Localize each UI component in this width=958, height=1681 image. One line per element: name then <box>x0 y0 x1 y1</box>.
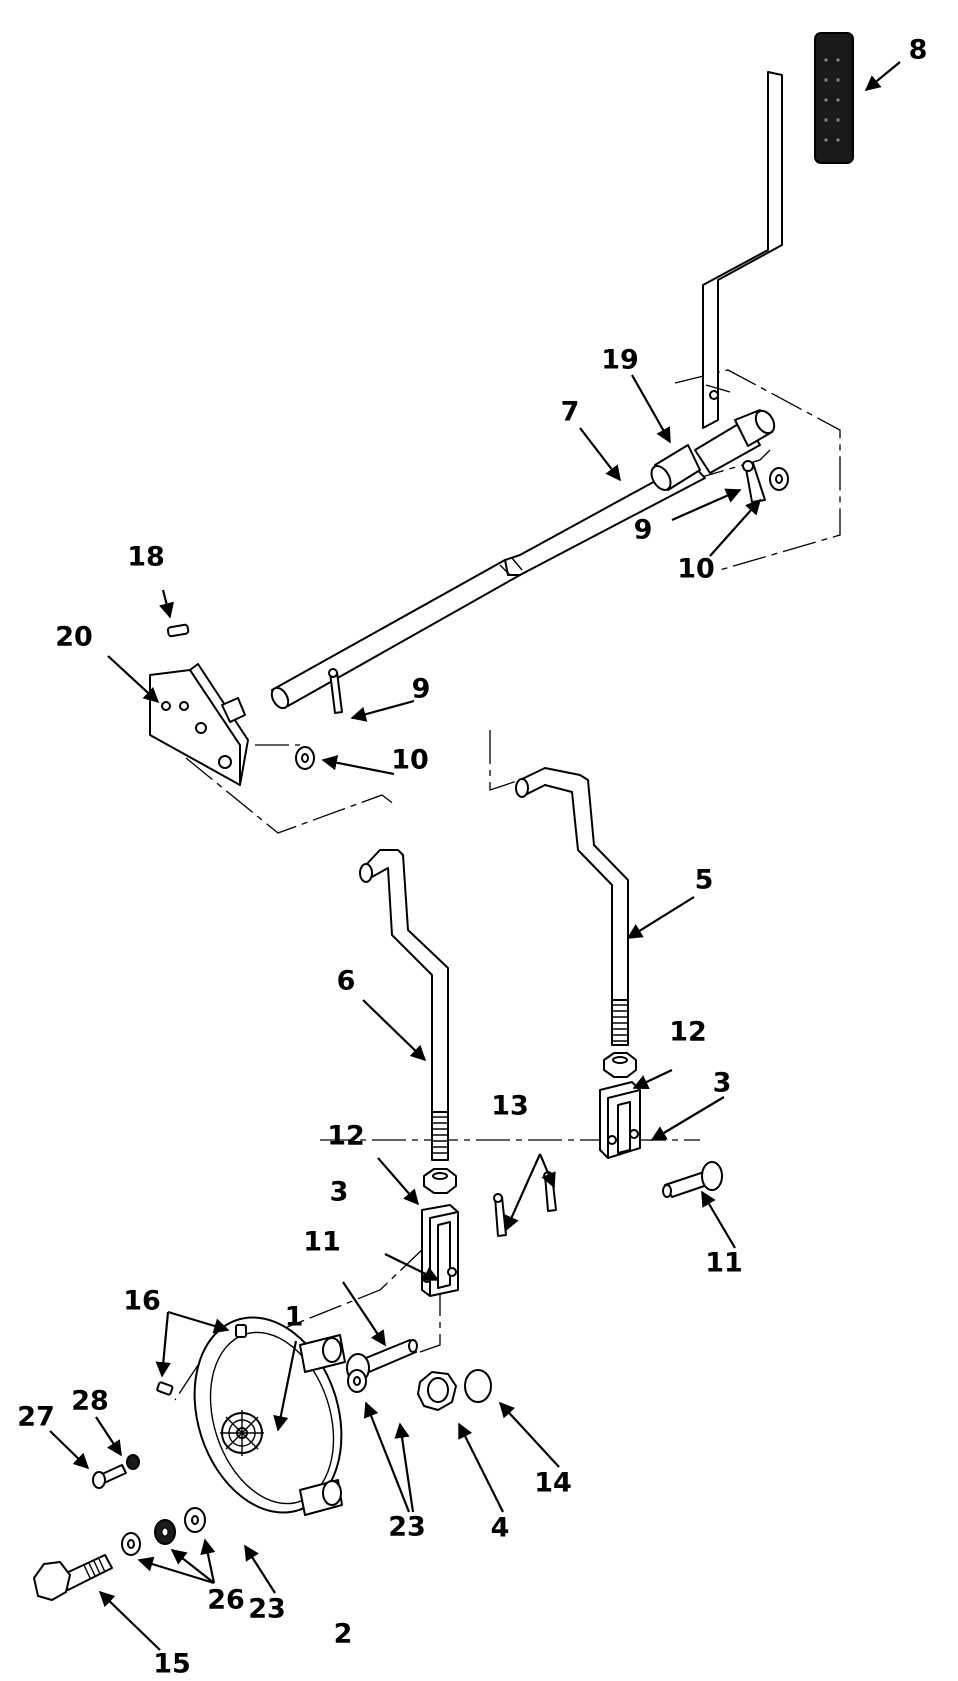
right-link-rod <box>515 767 629 1046</box>
washer-upper <box>769 467 789 491</box>
callout-26: 26 <box>207 1585 245 1616</box>
callout-12-right: 12 <box>669 1017 707 1048</box>
shaft-bushing <box>650 409 776 491</box>
leader-lines <box>49 61 901 1651</box>
clevis-left <box>421 1204 459 1297</box>
callout-11-right: 11 <box>705 1248 743 1279</box>
callout-14: 14 <box>534 1468 572 1499</box>
clevis-right <box>599 1081 641 1159</box>
callout-8: 8 <box>909 35 928 66</box>
callout-7: 7 <box>561 397 580 428</box>
pedal-arm <box>702 71 783 429</box>
clevis-pin-right <box>662 1161 723 1198</box>
washer-23-left <box>184 1507 206 1533</box>
callout-12-left: 12 <box>327 1121 365 1152</box>
small-bolt <box>92 1464 127 1489</box>
callout-5: 5 <box>695 865 714 896</box>
callout-20: 20 <box>55 622 93 653</box>
washer-26a <box>121 1532 141 1556</box>
callout-15: 15 <box>153 1649 191 1680</box>
set-screw-left <box>156 1381 174 1396</box>
hex-bolt <box>33 1554 113 1601</box>
callout-3-left: 3 <box>330 1177 349 1208</box>
set-screw-top <box>235 1324 247 1338</box>
lock-nut <box>417 1371 457 1411</box>
washer-23-right <box>347 1369 367 1393</box>
callout-27: 27 <box>17 1402 55 1433</box>
callout-28: 28 <box>71 1386 109 1417</box>
callout-23-left: 23 <box>248 1594 286 1625</box>
cotter-pin-13a <box>493 1193 507 1237</box>
flat-washer-14 <box>464 1369 492 1403</box>
callout-2: 2 <box>334 1619 353 1650</box>
lock-washer-28 <box>126 1454 140 1470</box>
callout-9-upper: 9 <box>634 515 653 546</box>
callout-6: 6 <box>337 966 356 997</box>
washer-left <box>295 746 315 770</box>
callout-4: 4 <box>491 1513 510 1544</box>
brake-drum-sprocket <box>220 1410 264 1456</box>
mounting-bracket <box>149 623 249 786</box>
callout-1: 1 <box>285 1302 304 1333</box>
callout-16: 16 <box>123 1286 161 1317</box>
callout-3-right: 3 <box>713 1068 732 1099</box>
callout-23-right: 23 <box>388 1512 426 1543</box>
brake-band <box>193 1316 346 1516</box>
callout-11-left: 11 <box>303 1227 341 1258</box>
jam-nut-right <box>603 1052 637 1078</box>
callout-19: 19 <box>601 345 639 376</box>
callout-labels: 8 19 7 9 10 18 20 9 10 5 6 12 3 12 13 3 … <box>17 35 927 1680</box>
callout-13: 13 <box>491 1091 529 1122</box>
washer-26b <box>154 1519 176 1545</box>
jam-nut-left <box>423 1168 457 1194</box>
callout-18: 18 <box>127 542 165 573</box>
cotter-pin-left <box>328 668 343 714</box>
pedal-pad <box>814 32 854 164</box>
phantom-lines <box>174 369 841 1401</box>
callout-10-upper: 10 <box>677 554 715 585</box>
callout-10-left: 10 <box>391 745 429 776</box>
cotter-pin-upper <box>742 460 766 503</box>
left-link-rod <box>359 849 449 1161</box>
callout-9-left: 9 <box>412 674 431 705</box>
